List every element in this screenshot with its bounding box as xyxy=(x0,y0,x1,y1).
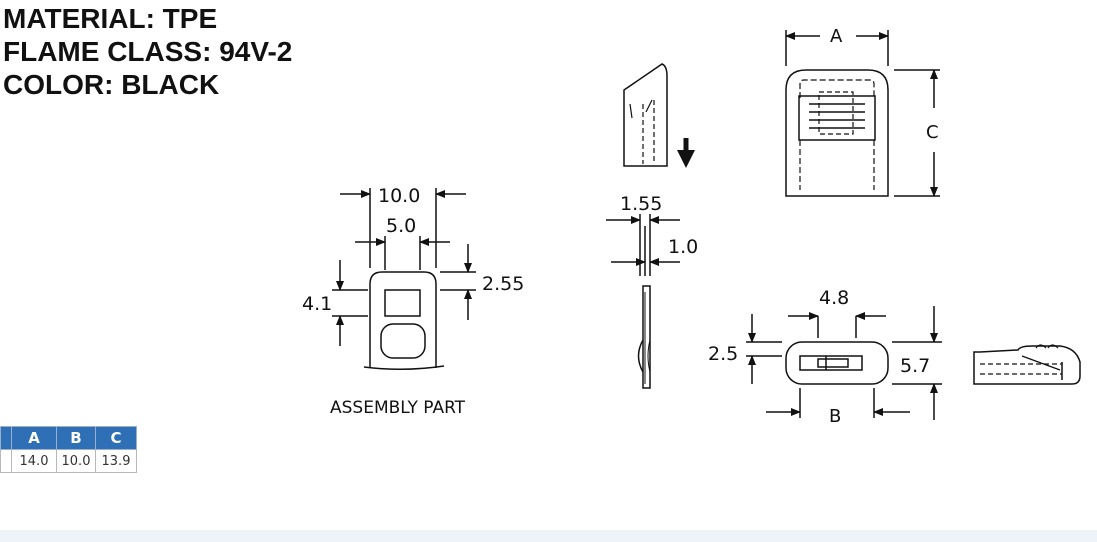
dimension-table: A B C 14.0 10.0 13.9 xyxy=(0,426,137,473)
front-view xyxy=(785,30,940,197)
assembly-part-label: ASSEMBLY PART xyxy=(330,398,466,418)
dim-2-55: 2.55 xyxy=(482,273,524,295)
dim-10-0: 10.0 xyxy=(378,185,420,207)
footer-bar xyxy=(0,530,1097,542)
table-header-c: C xyxy=(95,426,137,450)
spec-block: MATERIAL: TPE FLAME CLASS: 94V-2 COLOR: … xyxy=(3,2,292,101)
dim-4-8: 4.8 xyxy=(819,287,849,309)
side-section-view xyxy=(606,63,695,389)
table-cell-stub xyxy=(0,449,12,473)
assembly-part-view xyxy=(332,188,476,371)
dim-1-0: 1.0 xyxy=(668,236,698,258)
table-header-b: B xyxy=(56,426,96,450)
table-cell-b: 10.0 xyxy=(56,449,96,473)
dim-2-5: 2.5 xyxy=(708,343,738,365)
color-text: COLOR: BLACK xyxy=(3,69,220,100)
top-view xyxy=(746,306,942,420)
material-text: MATERIAL: TPE xyxy=(3,3,218,34)
dim-b: B xyxy=(829,406,841,427)
dim-5-7: 5.7 xyxy=(900,355,930,377)
dim-1-55: 1.55 xyxy=(620,193,662,215)
flame-class-text: FLAME CLASS: 94V-2 xyxy=(3,36,293,67)
table-row: 14.0 10.0 13.9 xyxy=(0,449,137,473)
dim-c: C xyxy=(926,122,939,143)
dim-4-1: 4.1 xyxy=(302,293,332,315)
table-cell-c: 13.9 xyxy=(95,449,137,473)
technical-drawing: 10.0 5.0 4.1 2.55 ASSEMBLY PART 1.55 1.0 xyxy=(302,26,1081,427)
side-profile-view xyxy=(973,344,1081,385)
dim-5-0: 5.0 xyxy=(386,215,416,237)
table-cell-a: 14.0 xyxy=(11,449,57,473)
table-header-a: A xyxy=(11,426,57,450)
dim-a: A xyxy=(830,26,843,47)
table-header-stub xyxy=(0,426,12,450)
table-header-row: A B C xyxy=(0,426,137,450)
